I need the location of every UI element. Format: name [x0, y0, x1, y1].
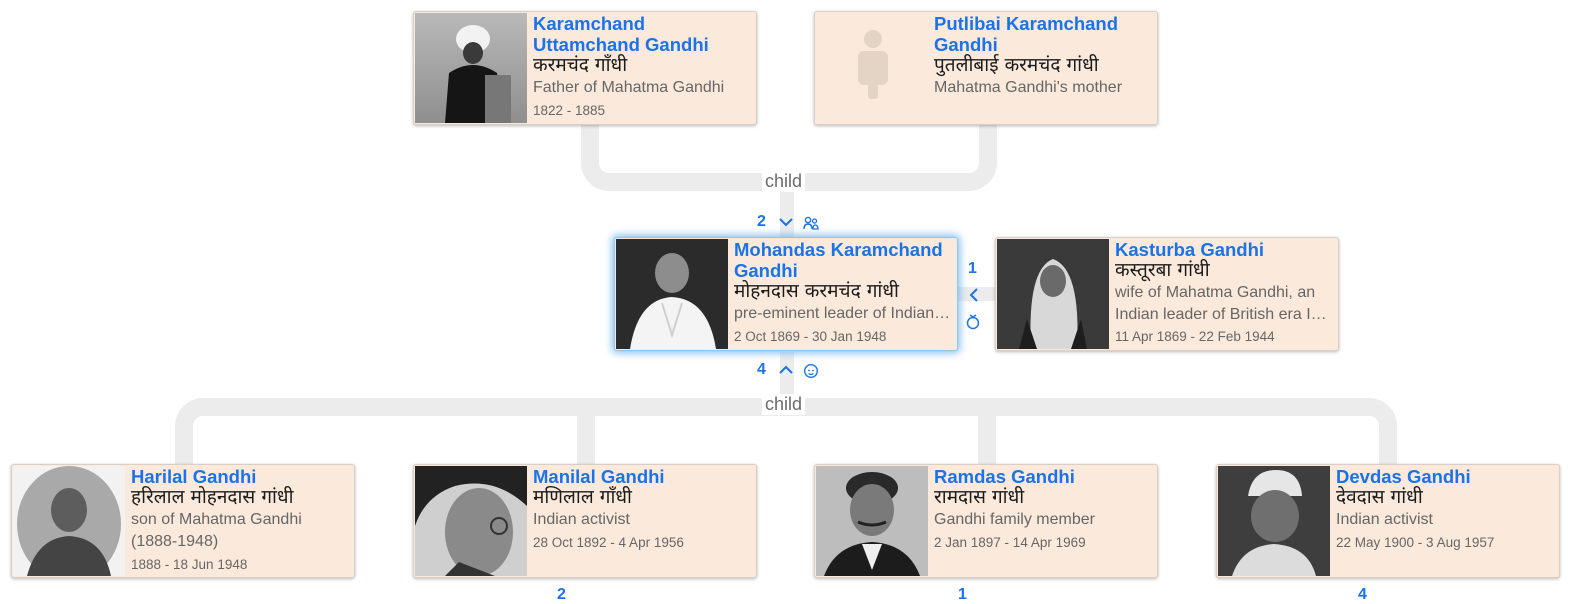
person-name[interactable]: Ramdas Gandhi [934, 466, 1075, 487]
person-card-putlibai[interactable]: Putlibai Karamchand Gandhi पुतलीबाई करमच… [814, 11, 1158, 125]
person-dates: 22 May 1900 - 3 Aug 1957 [1336, 535, 1495, 550]
person-native-name: पुतलीबाई करमचंद गांधी [934, 54, 1099, 76]
person-photo [616, 239, 728, 349]
person-native-name: देवदास गांधी [1336, 486, 1423, 508]
parents-relation-label: child [762, 171, 806, 192]
person-photo [415, 466, 527, 576]
person-description: wife of Mahatma Gandhi, an [1115, 284, 1316, 301]
harilal-children-count[interactable]: 2 [557, 586, 566, 603]
chevron-left-icon[interactable] [968, 287, 980, 303]
person-name[interactable]: Putlibai Karamchand Gandhi [934, 13, 1119, 55]
person-description: Gandhi family member [934, 511, 1095, 528]
parents-stem [780, 188, 794, 240]
children-drop-manilal [577, 404, 595, 466]
person-dates: 11 Apr 1869 - 22 Feb 1944 [1115, 329, 1275, 344]
person-card-kasturba[interactable]: Kasturba Gandhi कस्तूरबा गांधी wife of M… [995, 237, 1339, 351]
devdas-children-count[interactable]: 4 [1358, 586, 1367, 603]
person-name[interactable]: Manilal Gandhi [533, 466, 665, 487]
person-dates: 1888 - 18 Jun 1948 [131, 557, 248, 572]
person-card-harilal[interactable]: Harilal Gandhi हरिलाल मोहनदास गांधी son … [11, 464, 355, 578]
person-native-name: मणिलाल गाँधी [533, 486, 632, 508]
people-icon[interactable] [803, 215, 819, 231]
person-photo [816, 466, 928, 576]
person-description: Mahatma Gandhi's mother [934, 79, 1123, 96]
person-description: Indian activist [1336, 511, 1433, 528]
person-card-ramdas[interactable]: Ramdas Gandhi रामदास गांधी Gandhi family… [814, 464, 1158, 578]
chevron-up-icon[interactable] [778, 364, 794, 376]
spouses-count[interactable]: 1 [968, 260, 977, 277]
person-placeholder-icon [816, 13, 928, 123]
person-native-name: करमचंद गाँधी [533, 54, 628, 76]
child-face-icon[interactable] [803, 363, 819, 379]
person-description: son of Mahatma Gandhi (1888-1948) [131, 511, 302, 550]
person-photo [1218, 466, 1330, 576]
person-native-name: मोहनदास करमचंद गांधी [734, 280, 899, 302]
person-dates: 28 Oct 1892 - 4 Apr 1956 [533, 535, 684, 550]
ring-icon[interactable] [965, 312, 981, 330]
person-card-karamchand[interactable]: Karamchand Uttamchand Gandhi करमचंद गाँध… [413, 11, 757, 125]
person-description: Father of Mahatma Gandhi [533, 79, 725, 96]
person-native-name: हरिलाल मोहनदास गांधी [131, 486, 294, 508]
person-dates: 2 Jan 1897 - 14 Apr 1969 [934, 535, 1086, 550]
children-relation-label: child [762, 394, 806, 415]
person-card-mohandas[interactable]: Mohandas Karamchand Gandhi मोहनदास करमचं… [614, 237, 958, 351]
person-name[interactable]: Kasturba Gandhi [1115, 239, 1265, 260]
person-description: pre-eminent leader of Indian nationalism [734, 305, 954, 322]
person-photo [13, 466, 125, 576]
person-photo [415, 13, 527, 123]
person-photo [997, 239, 1109, 349]
children-drop-ramdas [978, 404, 996, 466]
person-description-line-2: Indian leader of British era India [1115, 306, 1335, 323]
person-name[interactable]: Karamchand Uttamchand Gandhi [533, 13, 709, 55]
children-stem [780, 352, 794, 404]
person-dates: 1822 - 1885 [533, 103, 606, 118]
siblings-count[interactable]: 2 [757, 213, 766, 230]
person-card-devdas[interactable]: Devdas Gandhi देवदास गांधी Indian activi… [1216, 464, 1560, 578]
person-native-name: कस्तूरबा गांधी [1115, 259, 1210, 281]
person-name[interactable]: Harilal Gandhi [131, 466, 257, 487]
person-card-manilal[interactable]: Manilal Gandhi मणिलाल गाँधी Indian activ… [413, 464, 757, 578]
person-name[interactable]: Devdas Gandhi [1336, 466, 1471, 487]
children-count[interactable]: 4 [757, 361, 766, 378]
person-description: Indian activist [533, 511, 630, 528]
person-native-name: रामदास गांधी [934, 486, 1025, 508]
person-name[interactable]: Mohandas Karamchand Gandhi [734, 239, 943, 281]
person-dates: 2 Oct 1869 - 30 Jan 1948 [734, 329, 887, 344]
chevron-down-icon[interactable] [778, 216, 794, 228]
spouse-connector [958, 287, 996, 301]
ramdas-children-count[interactable]: 1 [958, 586, 967, 603]
